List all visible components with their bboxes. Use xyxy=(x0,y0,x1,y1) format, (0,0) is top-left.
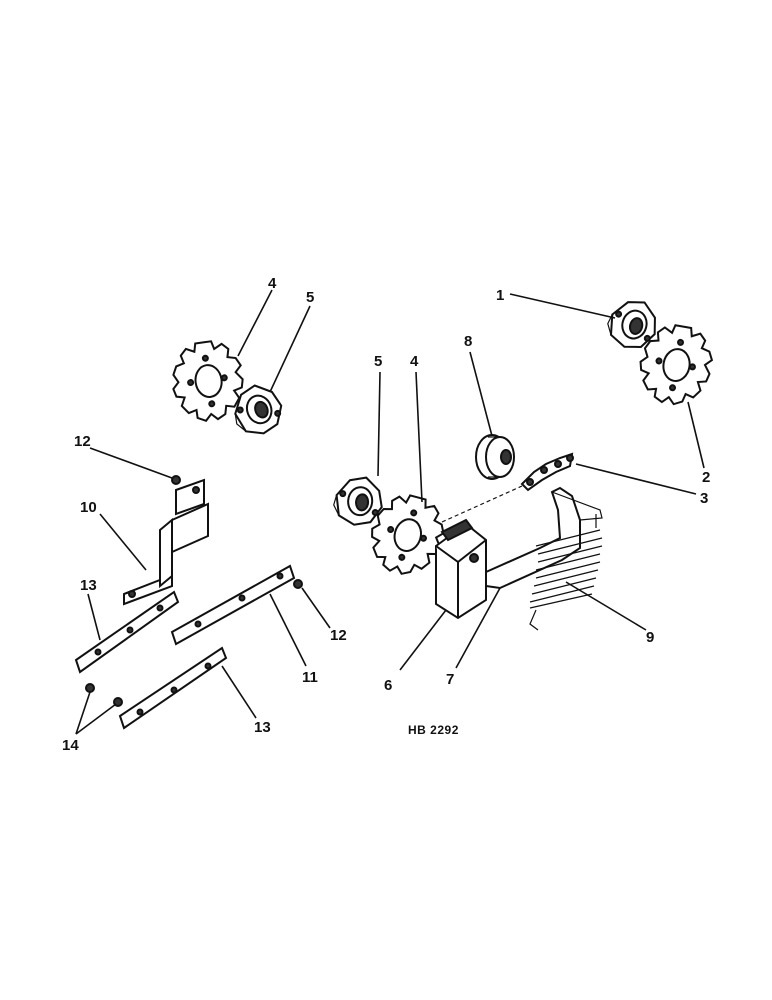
mounting-bracket xyxy=(123,478,209,606)
callout-4-upper: 4 xyxy=(268,275,277,292)
callout-6: 6 xyxy=(384,677,392,694)
callout-3: 3 xyxy=(700,490,708,507)
flat-bar-long xyxy=(170,564,296,646)
idler-roller xyxy=(475,434,515,480)
callout-13-lower: 13 xyxy=(254,719,271,736)
flat-bar-lower xyxy=(118,646,228,730)
callout-9: 9 xyxy=(646,629,654,646)
callout-5-middle: 5 xyxy=(374,353,382,370)
roller-chain xyxy=(441,452,574,523)
callout-1: 1 xyxy=(496,287,504,304)
callout-8: 8 xyxy=(464,333,472,350)
tension-spring xyxy=(529,514,603,631)
callout-10: 10 xyxy=(80,499,97,516)
flange-bearing-middle xyxy=(331,474,386,529)
callout-5-upper: 5 xyxy=(306,289,314,306)
reference-code: HB 2292 xyxy=(408,723,459,737)
tensioner-bracket xyxy=(435,518,487,620)
callout-13-upper: 13 xyxy=(80,577,97,594)
callout-12-right: 12 xyxy=(330,627,347,644)
callout-4-middle: 4 xyxy=(410,353,419,370)
callout-11: 11 xyxy=(302,669,318,686)
nut-lower-left xyxy=(85,683,95,693)
callout-12-upper: 12 xyxy=(74,433,91,450)
flat-bar-upper xyxy=(74,590,180,674)
nut-right xyxy=(293,579,303,589)
callout-14: 14 xyxy=(62,737,79,754)
nut-upper xyxy=(171,475,181,485)
callout-2: 2 xyxy=(702,469,710,486)
callout-7: 7 xyxy=(446,671,454,688)
